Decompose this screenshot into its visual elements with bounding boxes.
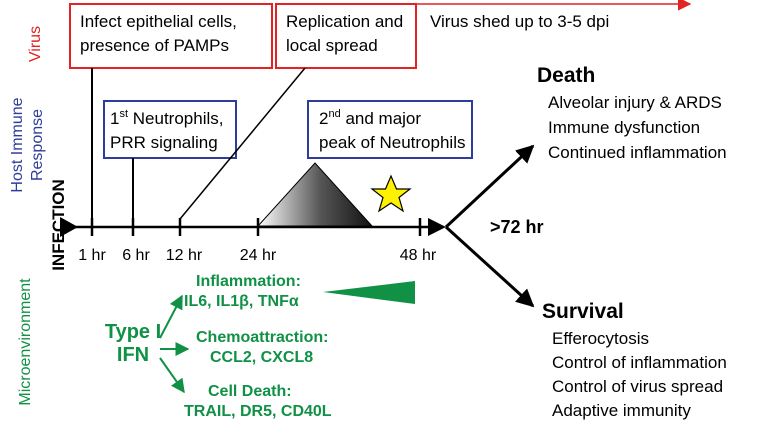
host-box-second-neutrophils-line1: 2nd and major [319, 108, 421, 128]
virus-box-replication-line1: Replication and [286, 12, 403, 31]
cell-death-items: TRAIL, DR5, CD40L [184, 403, 332, 420]
inflammation-title: Inflammation: [196, 273, 301, 290]
cell-death-title: Cell Death: [208, 383, 292, 400]
tick-label-1hr: 1 hr [78, 247, 106, 264]
survival-title: Survival [542, 300, 624, 323]
after-72hr-label: >72 hr [490, 217, 544, 237]
ifn-arrow-inflammation [159, 294, 183, 339]
survival-arrow [444, 225, 535, 308]
side-label-microenvironment: Microenvironment [17, 278, 34, 406]
chemoattraction-items: CCL2, CXCL8 [210, 349, 313, 366]
virus-shed-label: Virus shed up to 3-5 dpi [430, 12, 609, 31]
side-label-virus: Virus [27, 26, 44, 62]
tick-label-6hr: 6 hr [122, 247, 150, 264]
host-box-first-neutrophils-line1: 1st Neutrophils, [110, 108, 223, 128]
death-arrow [444, 144, 535, 229]
virus-box-infect-line1: Infect epithelial cells, [80, 12, 237, 31]
side-label-response: Response [29, 109, 46, 181]
death-item: Immune dysfunction [548, 118, 700, 137]
ifn-arrow-cell-death [159, 357, 185, 394]
death-title: Death [537, 64, 595, 87]
chemoattraction-title: Chemoattraction: [196, 329, 328, 346]
death-item: Alveolar injury & ARDS [548, 93, 722, 112]
timeline-end-arrowhead [428, 218, 446, 236]
inflammation-items: IL6, IL1β, TNFα [184, 293, 299, 310]
type1-ifn-line1: Type I [105, 321, 161, 343]
host-box-second-neutrophils [307, 100, 473, 159]
tick-label-48hr: 48 hr [400, 247, 437, 264]
virus-box-replication-line2: local spread [286, 36, 378, 55]
virus-box-infect-line2: presence of PAMPs [80, 36, 229, 55]
timeline-start-arrowhead [60, 217, 78, 237]
host-box-second-neutrophils-line2: peak of Neutrophils [319, 133, 465, 152]
virus-box-infect [69, 3, 273, 69]
survival-item: Adaptive immunity [552, 401, 691, 420]
type1-ifn-line2: IFN [117, 344, 149, 366]
side-label-host-immune: Host Immune [9, 97, 26, 192]
survival-item: Control of virus spread [552, 377, 723, 396]
tick-label-24hr: 24 hr [240, 247, 277, 264]
survival-item: Efferocytosis [552, 329, 649, 348]
connector-12hr [179, 67, 306, 220]
neutrophil-peak-triangle [256, 162, 374, 227]
death-item: Continued inflammation [548, 143, 727, 162]
infection-label: INFECTION [49, 179, 68, 271]
inflammation-ramp [323, 281, 415, 304]
survival-item: Control of inflammation [552, 353, 727, 372]
tick-label-12hr: 12 hr [166, 247, 203, 264]
host-box-first-neutrophils-line2: PRR signaling [110, 133, 218, 152]
virus-box-replication [275, 3, 417, 69]
host-box-first-neutrophils [103, 100, 237, 159]
star-icon [370, 174, 412, 213]
